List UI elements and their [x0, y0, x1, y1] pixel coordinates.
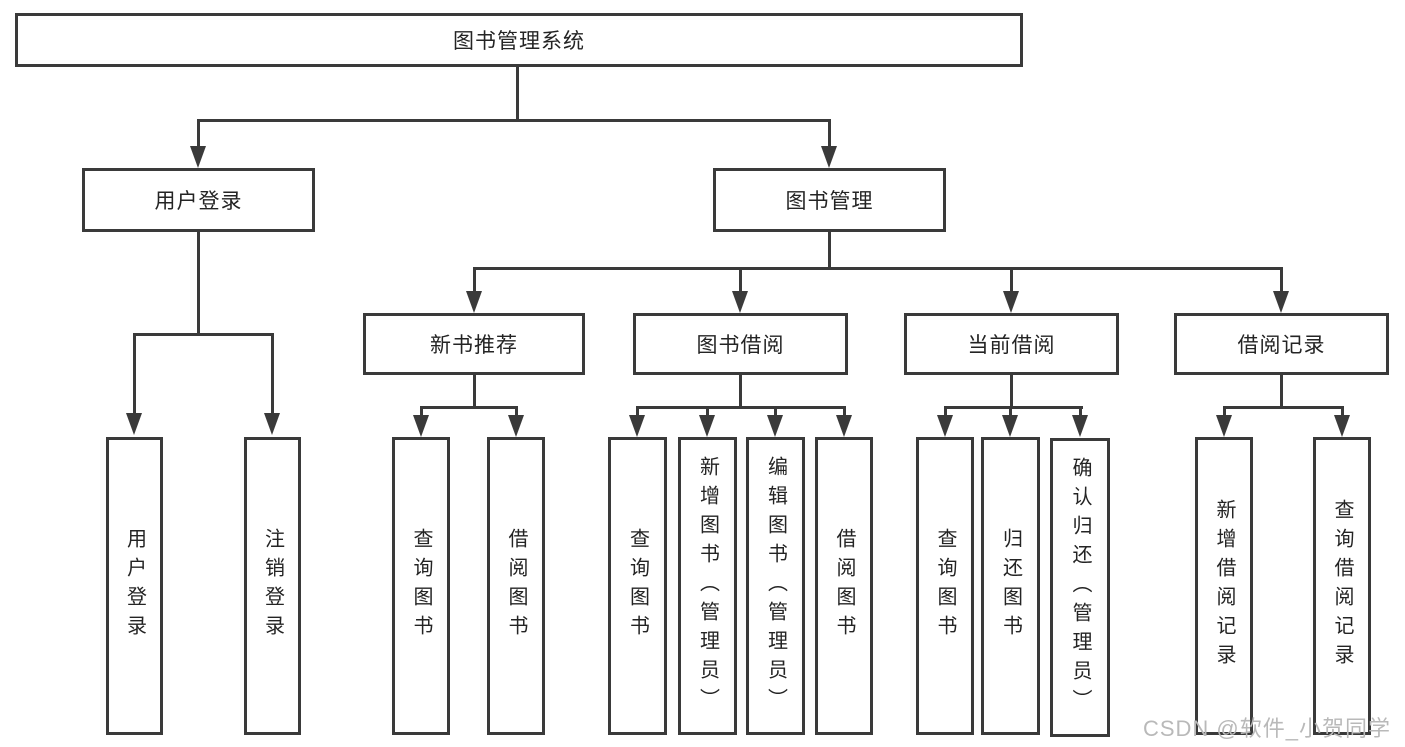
connector-line [1009, 406, 1012, 417]
leaf-add-book-admin: 新增图书（管理员） [678, 437, 737, 735]
leaf-borrow-books-recommend-label: 借阅图书 [505, 528, 527, 644]
arrowhead-down-icon [1216, 415, 1232, 437]
node-book-management: 图书管理 [713, 168, 946, 232]
leaf-borrow-books-recommend: 借阅图书 [487, 437, 545, 735]
leaf-user-login: 用户登录 [106, 437, 163, 735]
connector-line [1010, 375, 1013, 409]
connector-line [636, 406, 639, 417]
leaf-query-books-current-label: 查询图书 [934, 528, 956, 644]
connector-line [420, 406, 518, 409]
arrowhead-down-icon [699, 415, 715, 437]
arrowhead-down-icon [264, 413, 280, 435]
leaf-edit-book-admin-label: 编辑图书（管理员） [764, 455, 787, 717]
leaf-confirm-return-admin: 确认归还（管理员） [1050, 438, 1110, 737]
connector-line [1280, 375, 1283, 409]
connector-line [1010, 267, 1013, 293]
connector-line [197, 232, 200, 336]
node-current-borrow-label: 当前借阅 [967, 334, 1056, 357]
arrowhead-down-icon [836, 415, 852, 437]
arrowhead-down-icon [1273, 291, 1289, 313]
leaf-query-borrow-record-label: 查询借阅记录 [1331, 499, 1353, 673]
leaf-return-book-label: 归还图书 [999, 528, 1022, 644]
leaf-return-book: 归还图书 [981, 437, 1040, 735]
leaf-borrow-books-borrow-label: 借阅图书 [833, 528, 855, 644]
leaf-query-books-borrow: 查询图书 [608, 437, 667, 735]
node-user-login: 用户登录 [82, 168, 315, 232]
connector-line [1280, 267, 1283, 293]
connector-line [828, 232, 831, 270]
leaf-query-books-current: 查询图书 [916, 437, 974, 735]
connector-line [197, 119, 200, 148]
leaf-query-borrow-record: 查询借阅记录 [1313, 437, 1371, 735]
watermark: CSDN @软件_小贺同学 [1142, 716, 1391, 741]
node-borrow-records-label: 借阅记录 [1237, 334, 1326, 357]
leaf-add-book-admin-label: 新增图书（管理员） [696, 455, 719, 717]
leaf-logout: 注销登录 [244, 437, 301, 735]
connector-line [197, 119, 831, 122]
leaf-edit-book-admin: 编辑图书（管理员） [746, 437, 805, 735]
arrowhead-down-icon [190, 146, 206, 168]
arrowhead-down-icon [821, 146, 837, 168]
node-book-borrow: 图书借阅 [633, 313, 848, 375]
arrowhead-down-icon [413, 415, 429, 437]
arrowhead-down-icon [1002, 415, 1018, 437]
connector-line [473, 267, 476, 293]
connector-line [828, 119, 831, 148]
connector-line [739, 375, 742, 409]
leaf-borrow-books-borrow: 借阅图书 [815, 437, 873, 735]
connector-line [774, 406, 777, 417]
node-book-borrow-label: 图书借阅 [696, 334, 785, 357]
node-book-management-label: 图书管理 [785, 190, 874, 213]
connector-line [706, 406, 709, 417]
node-new-book-recommend-label: 新书推荐 [430, 334, 518, 357]
connector-line [636, 406, 846, 409]
leaf-user-login-label: 用户登录 [123, 528, 146, 644]
connector-line [271, 333, 274, 415]
connector-line [944, 406, 947, 417]
arrowhead-down-icon [732, 291, 748, 313]
connector-line [1341, 406, 1344, 417]
connector-line [420, 406, 423, 417]
leaf-add-borrow-record-label: 新增借阅记录 [1213, 499, 1235, 673]
node-current-borrow: 当前借阅 [904, 313, 1119, 375]
leaf-query-books-borrow-label: 查询图书 [626, 528, 649, 644]
arrowhead-down-icon [1003, 291, 1019, 313]
connector-line [1223, 406, 1344, 409]
connector-line [473, 375, 476, 409]
node-borrow-records: 借阅记录 [1174, 313, 1389, 375]
leaf-query-books-recommend: 查询图书 [392, 437, 450, 735]
node-user-login-label: 用户登录 [154, 190, 243, 213]
connector-line [516, 67, 519, 122]
connector-line [473, 267, 1283, 270]
arrowhead-down-icon [466, 291, 482, 313]
connector-line [739, 267, 742, 293]
arrowhead-down-icon [629, 415, 645, 437]
arrowhead-down-icon [767, 415, 783, 437]
arrowhead-down-icon [1072, 415, 1088, 437]
connector-line [133, 333, 136, 415]
arrowhead-down-icon [1334, 415, 1350, 437]
connector-line [1223, 406, 1226, 417]
connector-line [843, 406, 846, 417]
leaf-confirm-return-admin-label: 确认归还（管理员） [1069, 457, 1091, 718]
connector-line [1079, 406, 1082, 417]
node-library-system-label: 图书管理系统 [453, 30, 585, 53]
connector-line [515, 406, 518, 417]
connector-line [133, 333, 274, 336]
arrowhead-down-icon [937, 415, 953, 437]
leaf-query-books-recommend-label: 查询图书 [410, 528, 432, 644]
connector-line [944, 406, 1083, 409]
node-new-book-recommend: 新书推荐 [363, 313, 585, 375]
arrowhead-down-icon [508, 415, 524, 437]
node-library-system: 图书管理系统 [15, 13, 1023, 67]
arrowhead-down-icon [126, 413, 142, 435]
leaf-add-borrow-record: 新增借阅记录 [1195, 437, 1253, 735]
leaf-logout-label: 注销登录 [261, 528, 284, 644]
